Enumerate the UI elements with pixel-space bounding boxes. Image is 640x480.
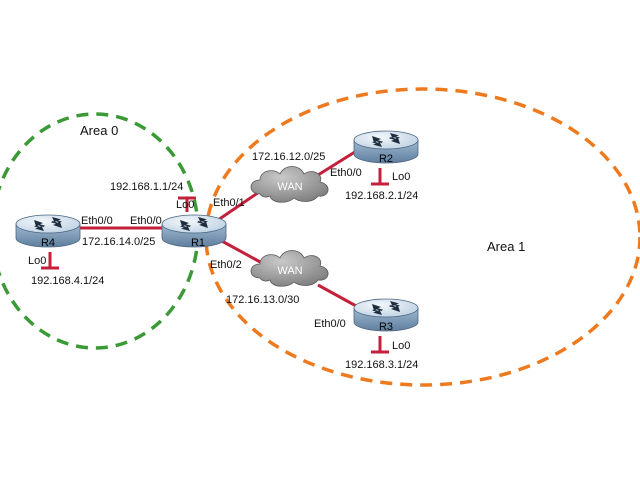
router-r3-name: R3: [379, 321, 393, 333]
links: [72, 148, 359, 309]
r3-lo0-label: Lo0: [392, 340, 410, 352]
wan-cloud-bottom: WAN: [250, 250, 329, 287]
area0-label: Area 0: [80, 123, 118, 138]
r1-eth0-0-label: Eth0/0: [130, 215, 162, 227]
router-r3: R3: [353, 298, 419, 333]
r1-lo0-label: Lo0: [176, 199, 194, 211]
subnet-r1-r3: 172.16.13.0/30: [226, 294, 299, 306]
r3-lo0-ip: 192.168.3.1/24: [345, 359, 418, 371]
router-r2: R2: [353, 130, 419, 165]
link-wan-top-r2: [317, 148, 359, 177]
subnet-r1-r2: 172.16.12.0/25: [252, 151, 325, 163]
subnet-r1-r4: 172.16.14.0/25: [82, 236, 155, 248]
router-r4: R4: [15, 214, 81, 249]
r3-eth0-0-label: Eth0/0: [314, 318, 346, 330]
router-r1: R1: [161, 214, 227, 249]
router-r1-name: R1: [191, 237, 205, 249]
wan-cloud-top-label: WAN: [277, 181, 302, 193]
wan-cloud-top: WAN: [250, 166, 329, 203]
link-r1-wan-bottom: [219, 238, 263, 265]
router-r2-name: R2: [379, 153, 393, 165]
r2-lo0-label: Lo0: [392, 171, 410, 183]
area1-label: Area 1: [487, 239, 525, 254]
r2-lo0-ip: 192.168.2.1/24: [345, 190, 418, 202]
r1-eth0-2-label: Eth0/2: [210, 259, 242, 271]
link-r1-wan-top: [217, 188, 263, 222]
link-wan-bottom-r3: [317, 283, 359, 309]
area1-boundary: [204, 87, 640, 387]
loopbacks: [41, 168, 389, 354]
r4-lo0-label: Lo0: [28, 255, 46, 267]
r2-eth0-0-label: Eth0/0: [330, 167, 362, 179]
wan-cloud-bottom-label: WAN: [277, 265, 302, 277]
router-r4-name: R4: [41, 237, 55, 249]
r1-eth0-1-label: Eth0/1: [213, 197, 245, 209]
r4-lo0-ip: 192.168.4.1/24: [31, 275, 104, 287]
r4-eth0-0-label: Eth0/0: [81, 215, 113, 227]
r1-lo0-ip: 192.168.1.1/24: [110, 181, 183, 193]
